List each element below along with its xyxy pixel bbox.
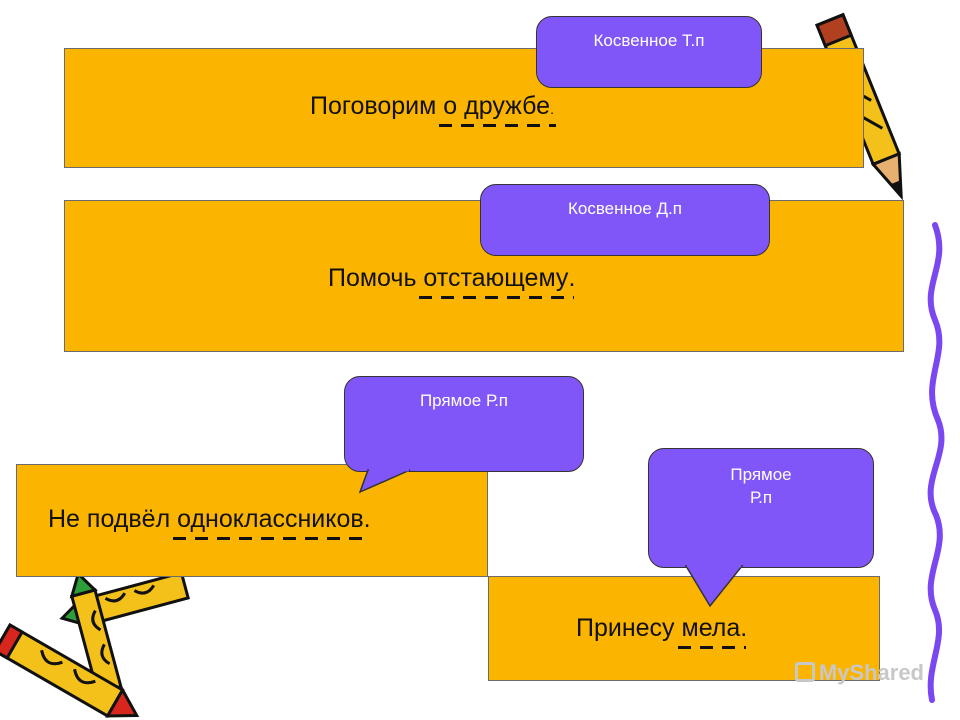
sentence-2-text: Помочь [328,264,424,292]
sentence-3-underlined-word: одноклассников [173,505,370,540]
watermark: MyShared [794,660,924,686]
sentence-3-text: Не подвёл [48,505,178,533]
sentence-1-underlined-word: о дружбе [439,92,557,127]
callout-4-line2: Р.п [749,488,773,507]
callout-4: Прямое Р.п [648,448,874,568]
callout-3: Прямое Р.п [344,376,584,472]
sentence-3-punct: . [363,505,371,533]
callout-2: Косвенное Д.п [480,184,770,256]
callout-1: Косвенное Т.п [536,16,762,88]
sentence-2: Помочь отстающему. [328,264,576,299]
sentence-3: Не подвёл одноклассников. [48,505,371,540]
callout-1-text: Косвенное Т.п [593,31,705,50]
sentence-4: Принесу мела. [576,614,748,649]
callout-4-line1: Прямое [730,465,792,484]
sentence-4-text: Принесу [576,614,682,642]
sentence-1-text: Поговорим [310,92,444,120]
sentence-2-underlined-word: отстающему [419,264,575,299]
callout-2-text: Косвенное Д.п [567,199,682,218]
callout-3-text: Прямое Р.п [419,391,509,410]
sentence-2-punct: . [568,264,576,292]
sentence-1: Поговорим о дружбе. [310,92,557,127]
sentence-4-punct: . [740,614,748,642]
sentence-box-3 [16,464,488,577]
sentence-4-underlined-word: мела [677,614,747,649]
watermark-logo-icon [794,662,815,682]
sentence-1-punct: . [550,101,554,117]
